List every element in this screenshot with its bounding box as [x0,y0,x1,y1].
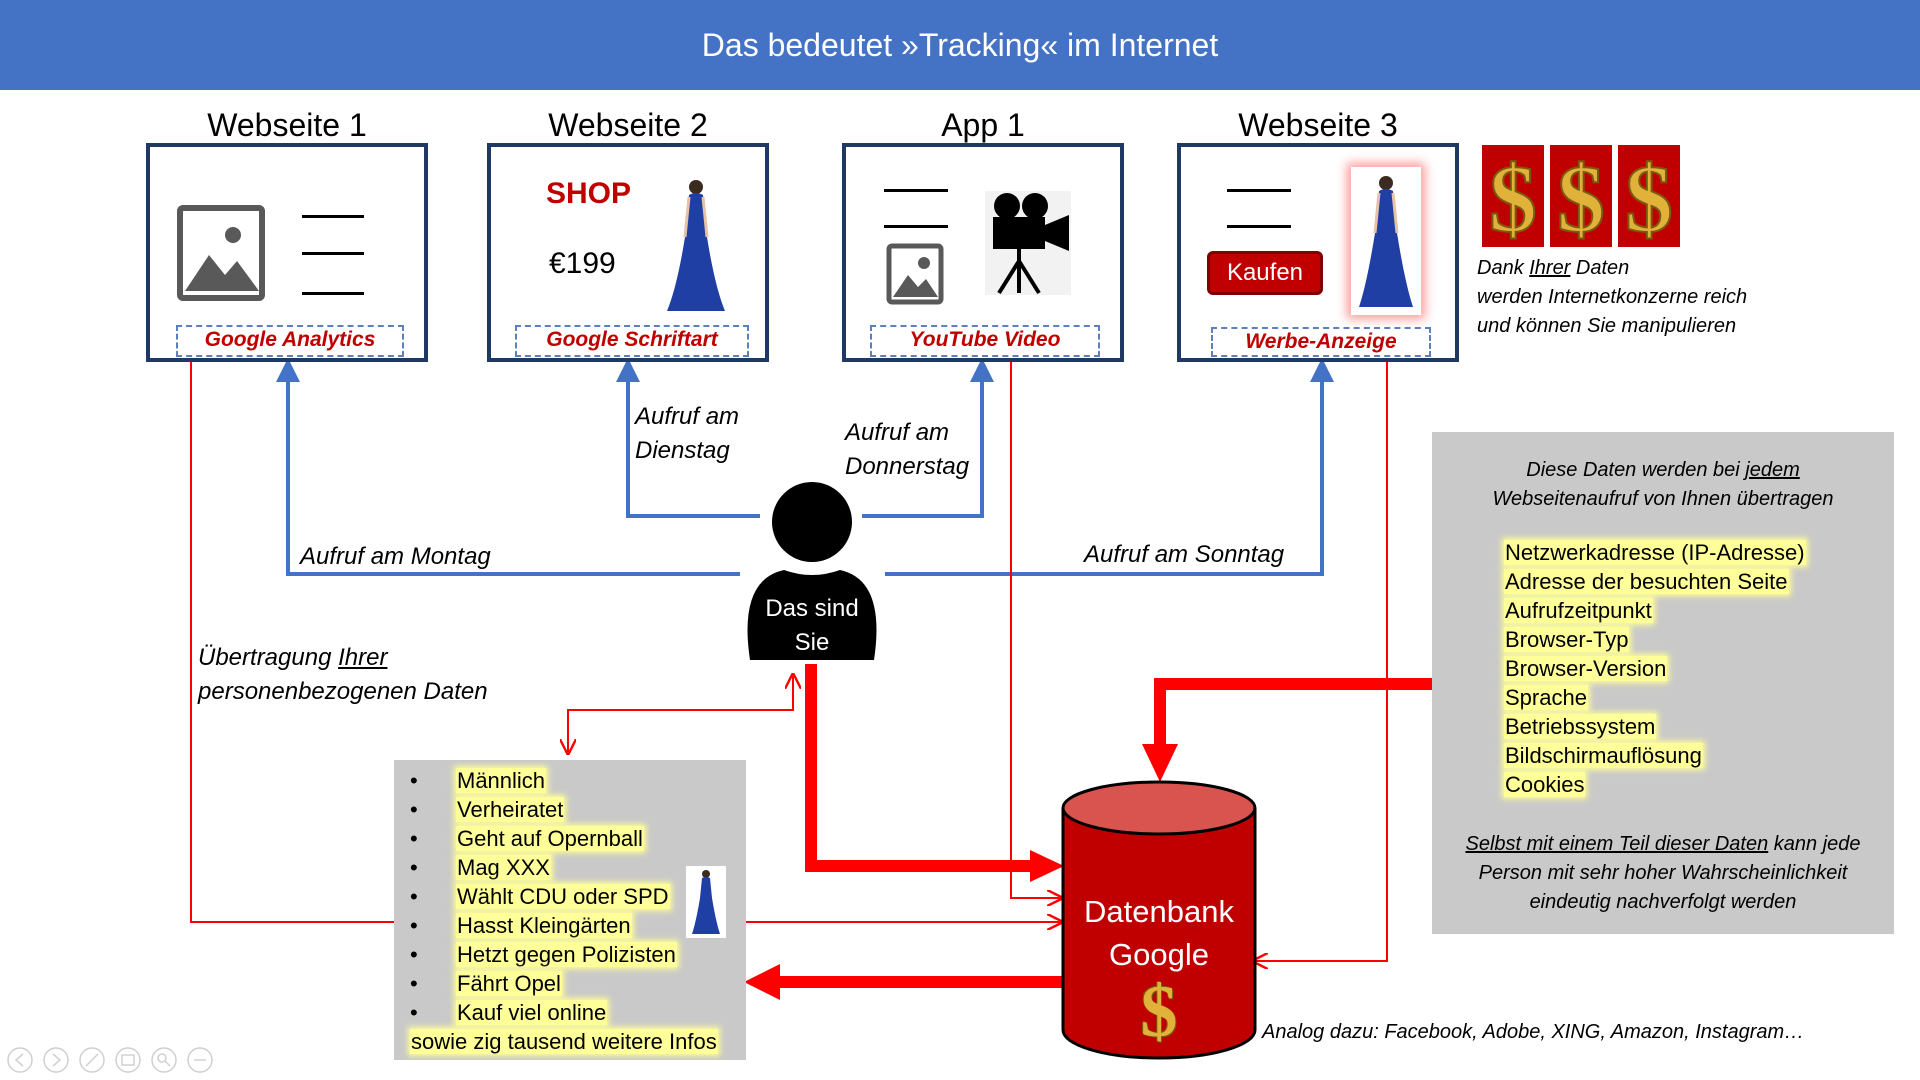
text-line [884,189,948,192]
text-line [302,215,364,218]
text-line [1227,189,1291,192]
video-camera-icon[interactable] [985,191,1071,295]
transfer-line-ad [1255,362,1388,961]
profile-item: •Fährt Opel [410,971,562,996]
site-title-webseite-1: Webseite 1 [207,107,367,143]
price-label: €199 [549,247,616,280]
data-item: Bildschirmauflösung [1504,743,1703,768]
woman-in-dress-image [667,180,725,311]
profile-footer: sowie zig tausend weitere Infos [410,1029,718,1054]
svg-text:$: $ [1557,145,1605,249]
text-line [302,292,364,295]
data-item: Betriebssystem [1504,714,1657,739]
tag-youtube-video: YouTube Video [870,325,1100,357]
call-line-thursday [862,358,994,518]
data-item: Aufrufzeitpunkt [1504,598,1653,623]
text-line [302,252,364,255]
info-outro: Selbst mit einem Teil dieser Daten kann … [1465,833,1861,913]
profile-item: •Verheiratet [410,797,565,822]
data-list: Netzwerkadresse (IP-Adresse) Adresse der… [1504,538,1806,799]
data-item: Netzwerkadresse (IP-Adresse) [1504,540,1806,565]
woman-in-dress-image [692,870,720,934]
profile-box: •Männlich •Verheiratet •Geht auf Opernba… [394,760,746,1060]
site-title-webseite-2: Webseite 2 [548,107,708,143]
image-placeholder-icon [886,243,944,305]
profile-item: •Hasst Kleingärten [410,913,632,938]
dollar-signs-image: $ $ $ [1482,144,1680,249]
label-data-transfer: Übertragung Ihrer personenbezogenen Date… [198,644,488,705]
site-title-webseite-3: Webseite 3 [1238,107,1398,143]
data-item: Browser-Typ [1504,627,1630,652]
text-line [884,225,948,228]
svg-text:$: $ [1625,145,1673,249]
label-call-sunday: Aufruf am Sonntag [1084,541,1285,568]
shop-label: SHOP [546,177,632,210]
tag-google-analytics: Google Analytics [176,325,404,357]
thick-arrow-person-db [805,664,1030,872]
profile-item: •Wählt CDU oder SPD [410,884,670,909]
image-placeholder-icon [177,205,265,301]
tag-google-schriftart: Google Schriftart [515,325,749,357]
slideshow-controls[interactable] [6,1046,226,1074]
dollar-note: Dank Ihrer Daten werden Internetkonzerne… [1477,257,1748,337]
website-2-frame[interactable]: SHOP €199 Google Schriftart [487,143,769,362]
call-line-tuesday [616,358,760,518]
app-1-frame[interactable]: YouTube Video [842,143,1124,362]
website-3-frame[interactable]: Kaufen Werbe-Anzeige [1177,143,1459,362]
profile-item: •Hetzt gegen Polizisten [410,942,677,967]
profile-item: •Geht auf Opernball [410,826,644,851]
buy-button[interactable]: Kaufen [1207,251,1323,295]
thick-arrow-info-db [1154,678,1432,744]
profile-list: •Männlich •Verheiratet •Geht auf Opernba… [410,766,677,1027]
header-bar [0,0,1920,90]
label-call-monday: Aufruf am Montag [300,543,491,570]
data-item: Adresse der besuchten Seite [1504,569,1789,594]
slideshow-nav-icons[interactable] [6,1046,226,1074]
call-line-sunday [885,358,1334,576]
profile-item: •Männlich [410,768,547,793]
link-person-profile [568,676,793,752]
database-cylinder [1061,780,1257,1060]
site-title-app-1: App 1 [941,107,1025,143]
data-item: Cookies [1504,772,1586,797]
call-line-monday [276,358,740,576]
data-item: Sprache [1504,685,1588,710]
tag-werbe-anzeige: Werbe-Anzeige [1211,327,1431,357]
website-1-frame[interactable]: Google Analytics [146,143,428,362]
info-box: Diese Daten werden bei jedem Webseitenau… [1432,432,1894,934]
text-line [1227,225,1291,228]
data-item: Browser-Version [1504,656,1668,681]
profile-item: •Mag XXX [410,855,551,880]
svg-text:$: $ [1489,145,1537,249]
info-intro: Diese Daten werden bei jedem Webseitenau… [1492,459,1834,510]
analog-note: Analog dazu: Facebook, Adobe, XING, Amaz… [1262,1021,1805,1043]
woman-in-dress-image [1359,176,1413,307]
dollar-icon: $ [1140,971,1178,1053]
person-icon [747,482,877,660]
transfer-line-youtube [1010,362,1060,898]
profile-item: •Kauf viel online [410,1000,608,1025]
page-title: Das bedeutet »Tracking« im Internet [701,27,1219,63]
transfer-line-analytics [190,362,1060,922]
